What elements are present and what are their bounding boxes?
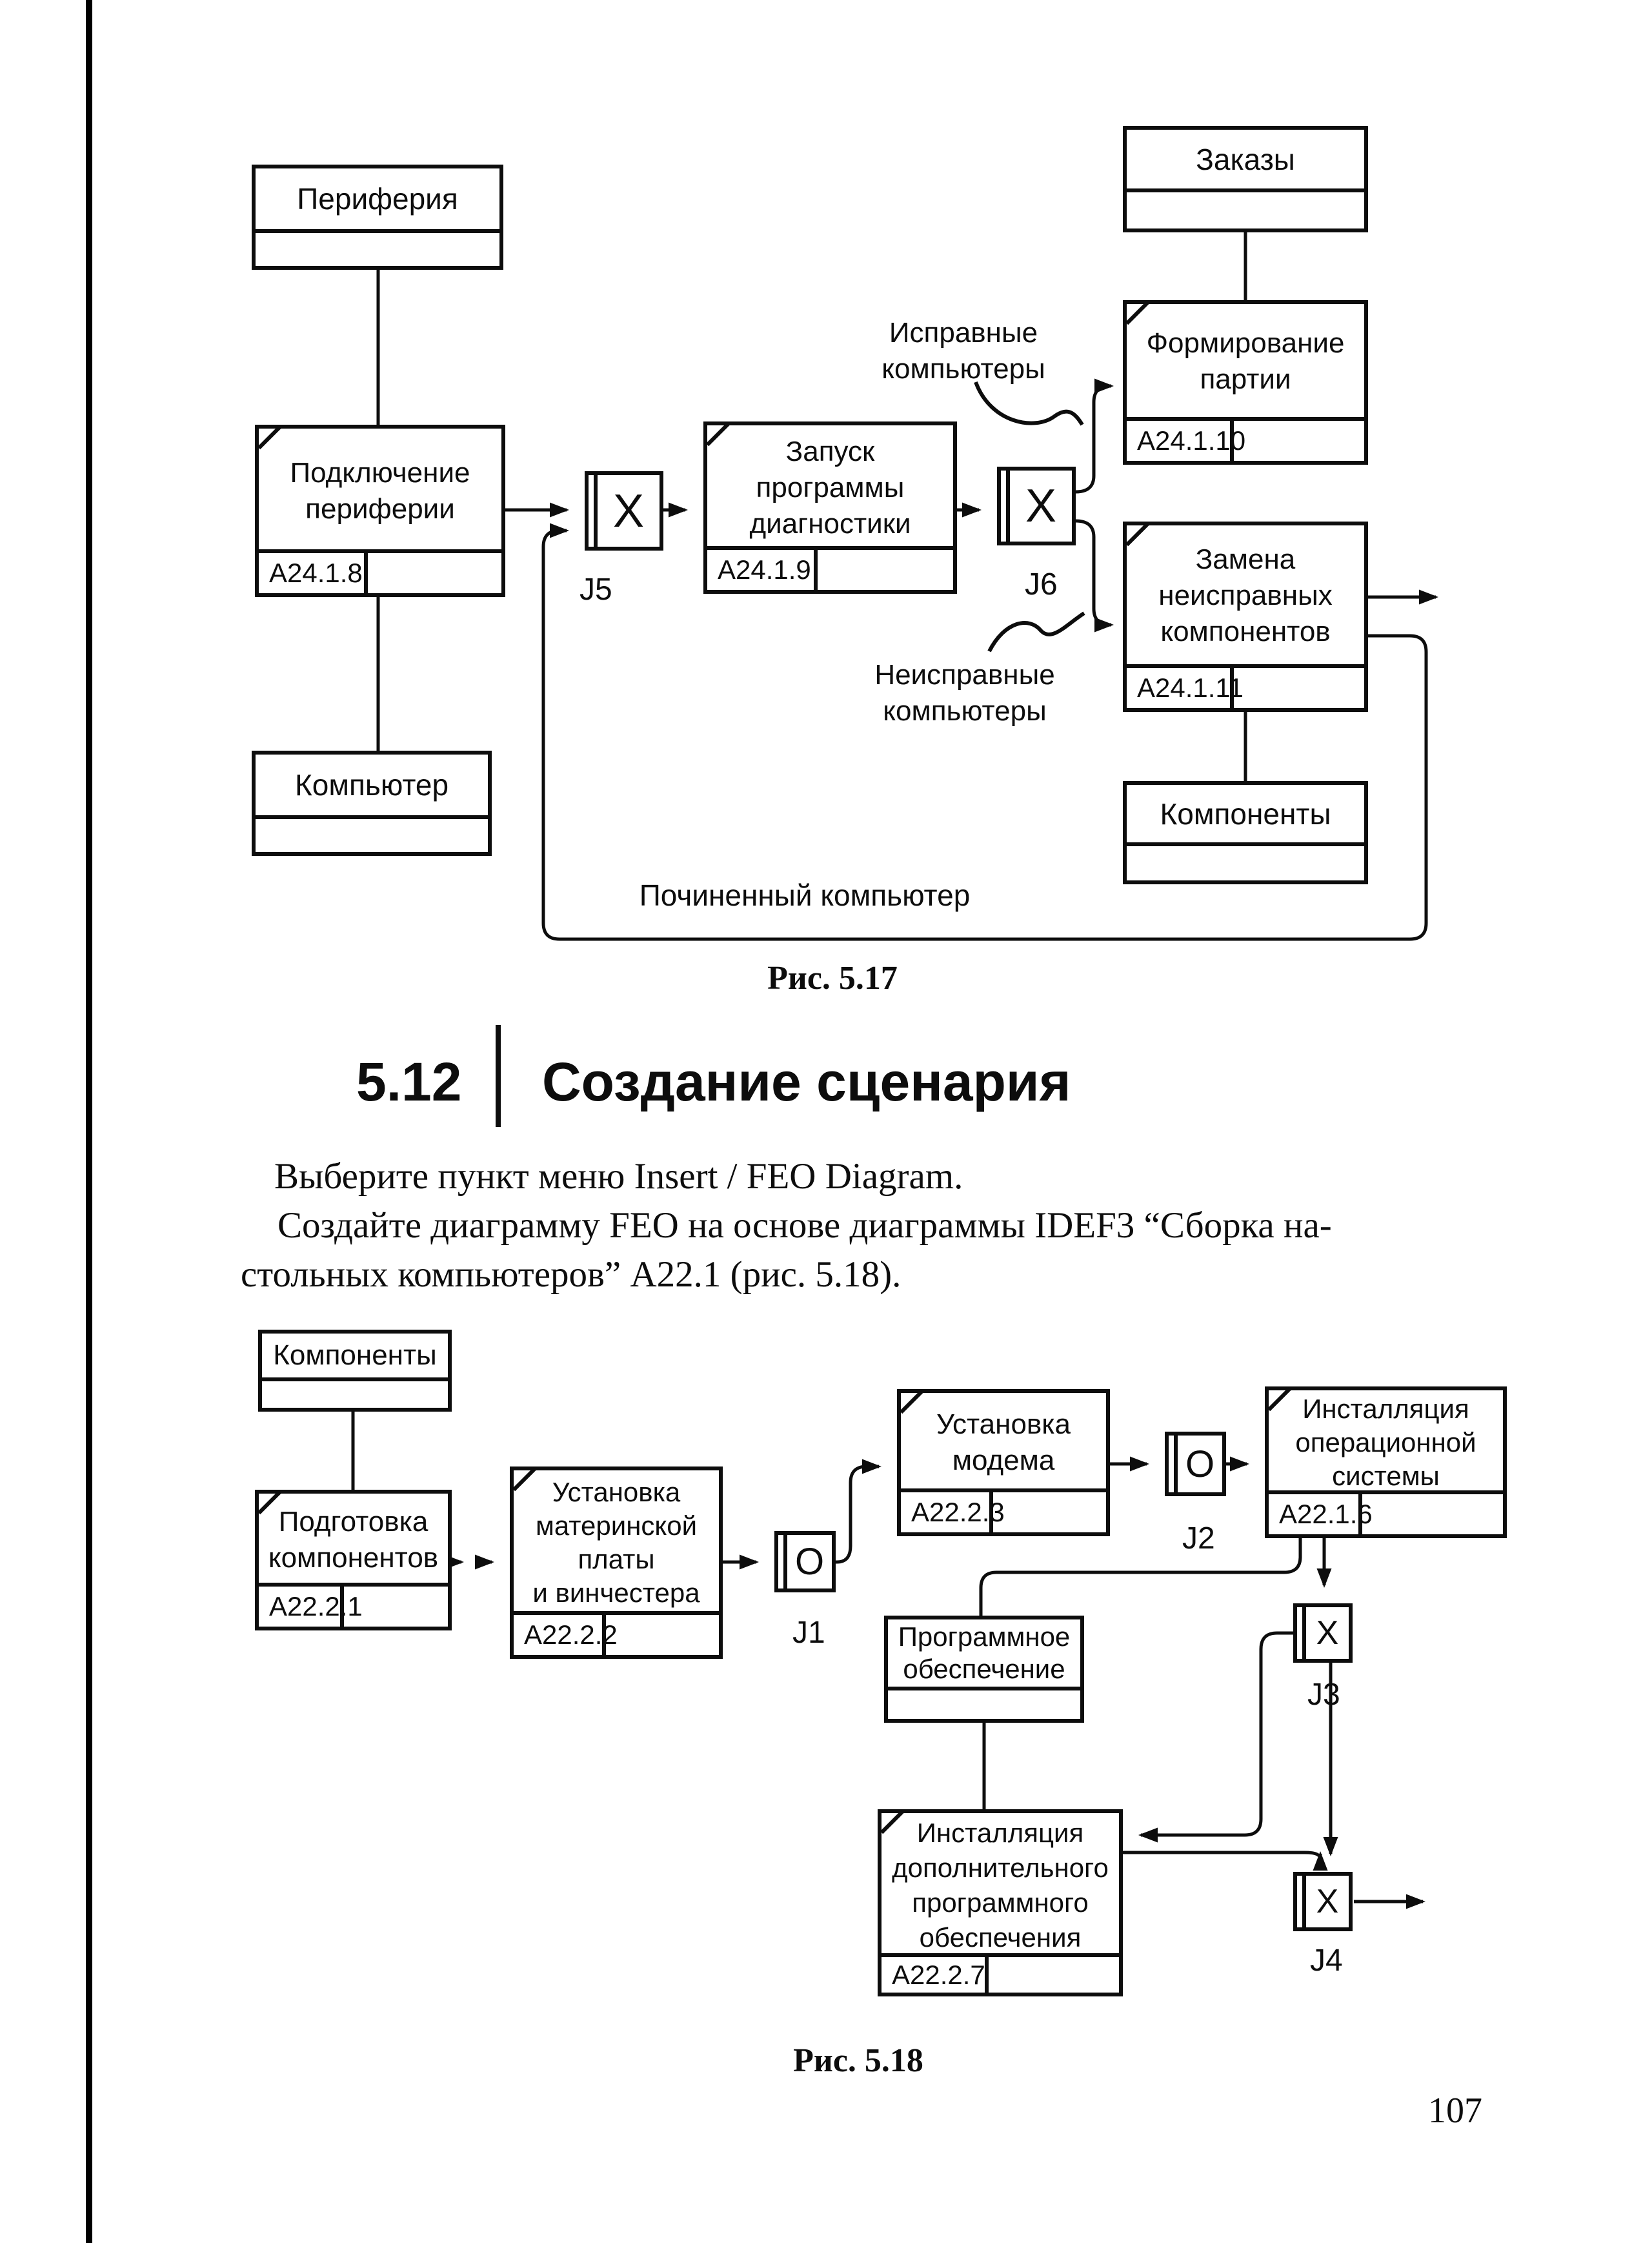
uob-number-strip: А24.1.8 [259, 549, 501, 593]
junction-j1-or: O [774, 1531, 836, 1592]
junction-double-bar [1174, 1436, 1178, 1492]
junction-double-bar [1302, 1607, 1306, 1659]
section-number: 5.12 [356, 1051, 462, 1112]
junction-o-glyph: O [794, 1541, 825, 1583]
page-number: 107 [1428, 2091, 1482, 2131]
junction-x-glyph: X [1316, 1614, 1339, 1652]
junction-double-bar [783, 1535, 787, 1588]
junction-double-bar [1006, 471, 1010, 542]
junction-j1-label: J1 [792, 1616, 825, 1650]
uob-number-strip: А22.2.1 [259, 1583, 448, 1627]
uob-number-empty-cell [1362, 1494, 1503, 1534]
junction-double-bar [1302, 1876, 1306, 1927]
junction-j3-label: J3 [1307, 1678, 1340, 1712]
uob-number-strip: А22.1.6 [1269, 1490, 1503, 1534]
uob-number-empty-cell [1234, 421, 1364, 461]
uob-number-empty-cell [344, 1587, 448, 1627]
ref-box-komponenty: Компоненты [1123, 781, 1368, 884]
uob-number-empty-cell [368, 553, 501, 593]
junction-j5-xor: X [585, 471, 663, 551]
junction-x-glyph: X [612, 485, 645, 537]
junction-j2-or: O [1165, 1432, 1226, 1496]
uob-number-empty-cell [606, 1615, 719, 1655]
uob-number-empty-cell [993, 1492, 1106, 1532]
uob-number-strip: А24.1.9 [707, 546, 953, 590]
uob-number-strip: А22.2.2 [514, 1611, 719, 1655]
uob-number-empty-cell [818, 550, 953, 590]
ref-box-komponenty-2: Компоненты [258, 1330, 452, 1412]
figure-caption-5-18: Рис. 5.18 [793, 2042, 923, 2079]
section-divider-bar [496, 1025, 501, 1127]
junction-j6-xor: X [997, 467, 1076, 545]
uob-number-strip: А22.2.3 [901, 1488, 1106, 1532]
uob-number: А24.1.11 [1127, 668, 1244, 708]
ref-box-title: Заказы [1127, 130, 1364, 192]
junction-double-bar [594, 475, 598, 547]
uob-number-strip: А24.1.11 [1127, 664, 1364, 708]
junction-o-glyph: O [1185, 1443, 1215, 1485]
ref-box-komputer: Компьютер [252, 751, 492, 856]
uob-number: А22.1.6 [1269, 1494, 1373, 1534]
ref-box-zakazy: Заказы [1123, 126, 1368, 232]
uob-number-empty-cell [989, 1957, 1119, 1993]
junction-j2-label: J2 [1182, 1521, 1215, 1556]
uob-number: А24.1.9 [707, 550, 818, 590]
annotation-pochinenny-komputer: Починенный компьютер [639, 878, 971, 912]
ref-box-title: Периферия [256, 168, 499, 233]
junction-j6-label: J6 [1025, 567, 1058, 602]
figure-caption-5-17: Рис. 5.17 [767, 960, 898, 997]
ref-box-periferia: Периферия [252, 165, 503, 270]
uob-number: А24.1.8 [259, 553, 368, 593]
uob-number-strip: А24.1.10 [1127, 417, 1364, 461]
uob-number: А22.2.1 [259, 1587, 363, 1627]
uob-number: А22.2.3 [901, 1492, 1005, 1532]
uob-number-empty-cell [1234, 668, 1364, 708]
ref-box-title: Компоненты [262, 1334, 448, 1381]
junction-x-glyph: X [1316, 1883, 1339, 1920]
junction-x-glyph: X [1025, 480, 1057, 532]
junction-j4-xor: X [1293, 1872, 1353, 1931]
body-text-line-2: Создайте диаграмму FEO на основе диаграм… [277, 1205, 1332, 1246]
section-title: Создание сценария [542, 1051, 1071, 1112]
body-text-line-3: стольных компьютеров” А22.1 (рис. 5.18). [241, 1254, 902, 1295]
scan-gutter-bar [86, 0, 92, 2243]
uob-number: А22.2.7 [881, 1957, 989, 1993]
ref-box-title: Компоненты [1127, 785, 1364, 846]
uob-number: А24.1.10 [1127, 421, 1245, 461]
body-text-line-1: Выберите пункт меню Insert / FEO Diagram… [274, 1156, 963, 1197]
junction-j5-label: J5 [579, 573, 612, 607]
ref-box-title: Компьютер [256, 755, 488, 819]
uob-number: А22.2.2 [514, 1615, 618, 1655]
junction-j4-label: J4 [1310, 1944, 1343, 1978]
uob-number-strip: А22.2.7 [881, 1953, 1119, 1993]
junction-j3-xor: X [1293, 1603, 1353, 1663]
